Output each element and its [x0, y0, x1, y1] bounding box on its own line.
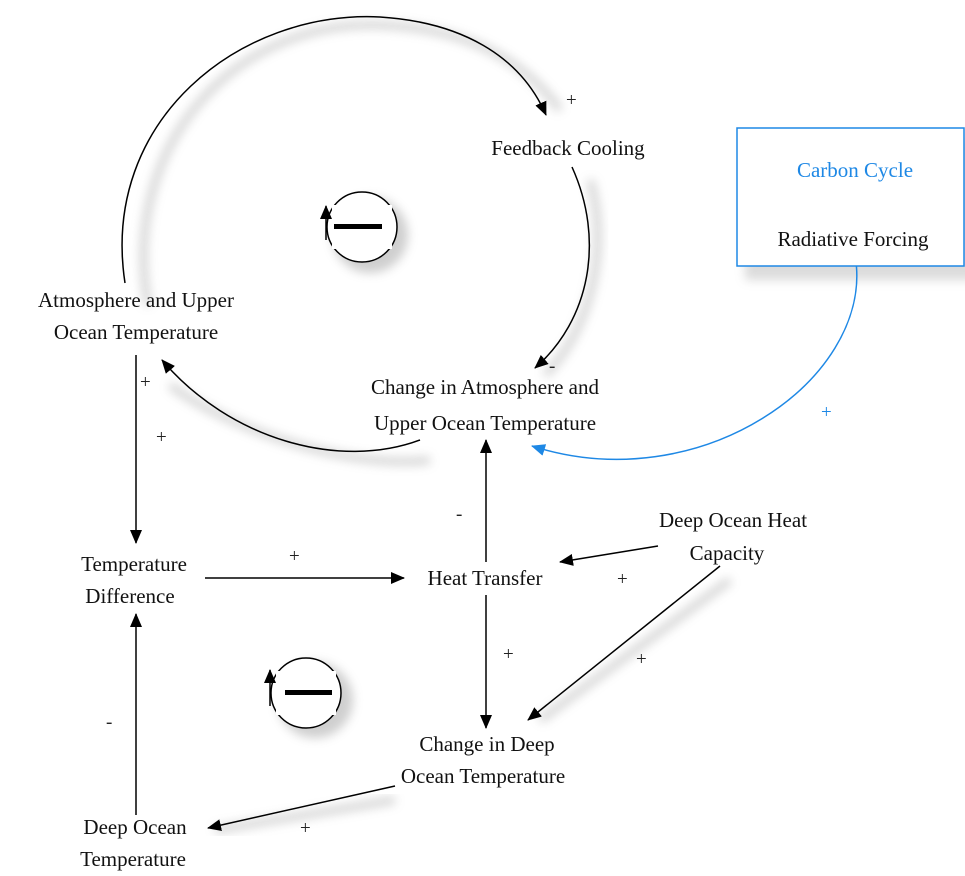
sign-capacity-to-transfer: +	[617, 569, 628, 590]
node-atmo-temp-line1[interactable]: Atmosphere and Upper	[38, 288, 234, 312]
sign-atmo-to-cooling: +	[566, 90, 577, 111]
sign-capacity-to-change-deep: +	[636, 649, 647, 670]
link-capacity-to-transfer	[559, 545, 659, 566]
node-temp-diff-line2[interactable]: Difference	[85, 584, 174, 608]
carbon-cycle-title: Carbon Cycle	[797, 158, 913, 182]
node-deep-heat-cap-line1[interactable]: Deep Ocean Heat	[659, 508, 807, 532]
node-change-atmo-line2[interactable]: Upper Ocean Temperature	[374, 411, 596, 435]
sign-transfer-to-change-deep: +	[503, 644, 514, 665]
sign-transfer-to-change-atmo: -	[456, 504, 462, 525]
node-deep-heat-cap-line2[interactable]: Capacity	[690, 541, 765, 565]
link-cooling-to-change-atmo	[534, 166, 591, 369]
sign-change-deep-to-deep: +	[300, 818, 311, 839]
node-deep-temp-line2[interactable]: Temperature	[80, 847, 186, 871]
node-heat-transfer[interactable]: Heat Transfer	[428, 566, 543, 590]
link-capacity-to-change-deep	[527, 565, 721, 721]
node-change-deep-line1[interactable]: Change in Deep	[419, 732, 554, 756]
node-temp-diff-line1[interactable]: Temperature	[81, 552, 187, 576]
sign-forcing-to-change: +	[821, 402, 832, 423]
node-feedback-cooling[interactable]: Feedback Cooling	[491, 136, 645, 160]
sign-diff-to-transfer: +	[289, 546, 300, 567]
link-change-deep-to-deep	[207, 785, 396, 832]
sign-cooling-to-change: -	[549, 356, 555, 377]
link-forcing-to-change-atmo	[531, 261, 858, 461]
sign-deep-to-diff: -	[106, 712, 112, 733]
node-deep-temp-line1[interactable]: Deep Ocean	[83, 815, 187, 839]
link-change-atmo-to-atmo	[161, 359, 421, 453]
node-change-deep-line2[interactable]: Ocean Temperature	[401, 764, 565, 788]
node-atmo-temp-line2[interactable]: Ocean Temperature	[54, 320, 218, 344]
balancing-loop-top	[320, 191, 398, 263]
node-change-atmo-line1[interactable]: Change in Atmosphere and	[371, 375, 600, 399]
sign-atmo-down: +	[140, 372, 151, 393]
balancing-loop-bottom	[264, 657, 342, 729]
carbon-cycle-module[interactable]	[736, 127, 965, 267]
link-atmo-to-cooling	[121, 16, 547, 284]
radiative-forcing-label: Radiative Forcing	[777, 227, 929, 251]
sign-atmo-to-diff: +	[156, 427, 167, 448]
